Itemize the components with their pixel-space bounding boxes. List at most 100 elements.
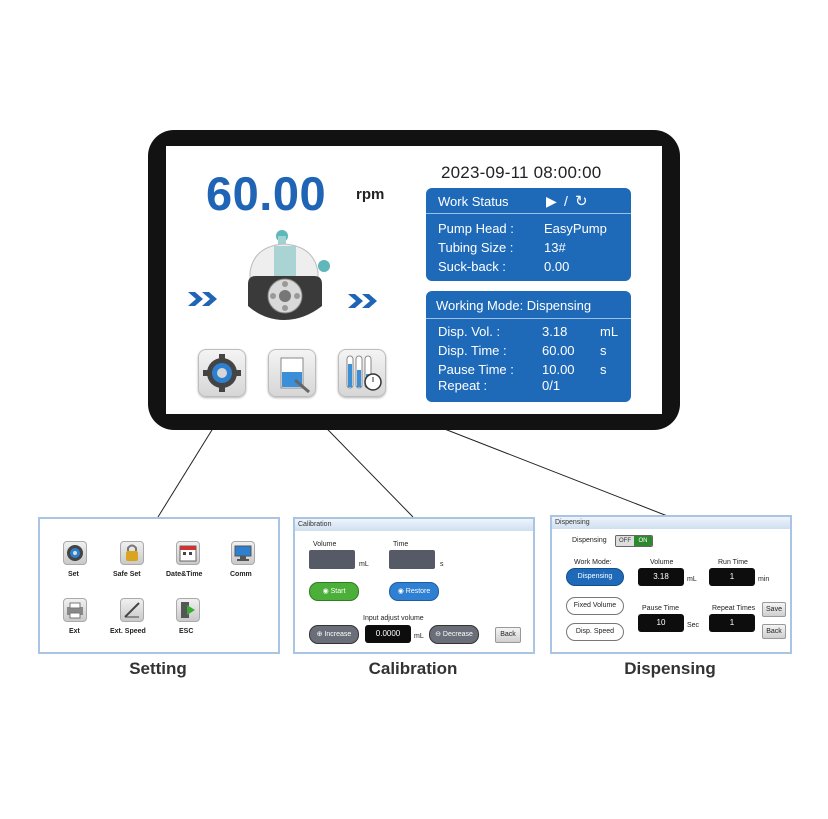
- pause-time-label: Pause Time :: [438, 362, 514, 377]
- setting-label-ext-speed: Ext. Speed: [110, 628, 146, 635]
- dispensing-app-button[interactable]: [338, 349, 386, 397]
- cal-volume-unit: mL: [359, 561, 369, 568]
- pump-head-label: Pump Head :: [438, 221, 514, 236]
- flow-out-arrows-icon: [348, 292, 382, 315]
- dispensing-title: Dispensing: [552, 517, 790, 529]
- setting-item-ext[interactable]: [63, 598, 87, 622]
- disp-save-button[interactable]: Save: [762, 602, 786, 617]
- cal-adjust-input[interactable]: 0.0000: [365, 625, 411, 643]
- slope-icon: [124, 602, 140, 618]
- dispensing-popup: Dispensing Dispensing OFF ON Work Mode: …: [550, 515, 792, 654]
- work-mode-label: Work Mode:: [574, 559, 612, 566]
- dispensing-toggle[interactable]: OFF ON: [615, 535, 653, 547]
- cal-adjust-unit: mL: [414, 633, 424, 640]
- setting-item-date-time[interactable]: [176, 541, 200, 565]
- toggle-off: OFF: [616, 536, 634, 546]
- plus-icon: ⊕: [316, 631, 325, 638]
- exit-icon: [181, 602, 195, 618]
- disp-time-label: Disp. Time :: [438, 343, 507, 358]
- suck-back-value: 0.00: [544, 259, 570, 274]
- lock-icon: [126, 544, 138, 561]
- speed-unit: rpm: [356, 186, 385, 203]
- working-mode-panel: Working Mode: Dispensing Disp. Vol. : 3.…: [426, 291, 631, 402]
- work-status-title: Work Status: [438, 194, 509, 209]
- cal-increase-button[interactable]: ⊕ Increase: [309, 625, 359, 644]
- setting-item-set[interactable]: [63, 541, 87, 565]
- disp-vol-label: Disp. Vol. :: [438, 324, 501, 339]
- printer-icon: [67, 602, 83, 619]
- setting-item-safe-set[interactable]: [120, 541, 144, 565]
- calibration-popup: Calibration Volume mL Time s ◉ Start ◉ R…: [293, 517, 535, 654]
- cal-time-label: Time: [393, 541, 409, 548]
- restore-icon: ◉: [397, 588, 406, 595]
- setting-app-button[interactable]: [198, 349, 246, 397]
- cal-back-button[interactable]: Back: [495, 627, 521, 643]
- mode-disp-speed-button[interactable]: Disp. Speed: [566, 623, 624, 641]
- setting-caption: Setting: [129, 659, 187, 678]
- cal-time-unit: s: [440, 561, 444, 568]
- repeat-value: 0/1: [542, 378, 561, 393]
- status-separator: /: [564, 193, 568, 209]
- pump-head-icon: [244, 226, 336, 327]
- cal-restore-button[interactable]: ◉ Restore: [389, 582, 439, 601]
- cal-time-input[interactable]: [389, 550, 435, 569]
- cal-start-button[interactable]: ◉ Start: [309, 582, 359, 601]
- datetime-display: 2023-09-11 08:00:00: [441, 163, 602, 182]
- pause-time-field-label: Pause Time: [642, 605, 679, 612]
- cal-adjust-label: Input adjust volume: [363, 615, 424, 622]
- start-icon: ◉: [322, 588, 331, 595]
- setting-item-esc[interactable]: [176, 598, 200, 622]
- working-mode-title: Working Mode: Dispensing: [436, 298, 592, 313]
- tubing-size-label: Tubing Size :: [438, 240, 514, 255]
- disp-time-value: 60.00: [542, 343, 575, 358]
- calibration-app-button[interactable]: [268, 349, 316, 397]
- reverse-icon: ↻: [575, 193, 588, 210]
- pause-time-input[interactable]: 10: [638, 614, 684, 632]
- run-time-label: Run Time: [718, 559, 748, 566]
- disp-vol-unit: mL: [600, 324, 619, 339]
- disp-vol-value: 3.18: [542, 324, 568, 339]
- computer-icon: [234, 545, 252, 561]
- calibration-caption: Calibration: [368, 659, 458, 678]
- dispensing-toggle-label: Dispensing: [572, 537, 607, 544]
- calibration-title: Calibration: [295, 519, 533, 531]
- setting-label-ext: Ext: [69, 628, 80, 635]
- beaker-icon: [280, 357, 310, 394]
- pause-time-field-unit: Sec: [687, 622, 700, 629]
- disp-time-unit: s: [600, 343, 607, 358]
- suck-back-label: Suck-back :: [438, 259, 506, 274]
- cal-volume-input[interactable]: [309, 550, 355, 569]
- cal-decrease-button[interactable]: ⊖ Decrease: [429, 625, 479, 644]
- setting-label-comm: Comm: [230, 571, 252, 578]
- run-time-input[interactable]: 1: [709, 568, 755, 586]
- cal-volume-label: Volume: [313, 541, 337, 548]
- calendar-icon: [179, 545, 197, 562]
- speed-value: 60.00: [206, 167, 327, 220]
- tubing-size-value: 13#: [544, 240, 566, 255]
- run-time-unit: min: [758, 576, 770, 583]
- setting-label-date-time: Date&Time: [166, 571, 203, 578]
- disp-volume-unit: mL: [687, 576, 697, 583]
- setting-item-comm[interactable]: [231, 541, 255, 565]
- mode-fixed-volume-button[interactable]: Fixed Volume: [566, 597, 624, 615]
- repeat-times-input[interactable]: 1: [709, 614, 755, 632]
- dispensing-caption: Dispensing: [624, 659, 716, 678]
- setting-label-esc: ESC: [179, 628, 194, 635]
- gear-icon: [203, 354, 241, 392]
- disp-volume-input[interactable]: 3.18: [638, 568, 684, 586]
- play-icon: ▶: [546, 193, 557, 209]
- toggle-on: ON: [634, 536, 652, 546]
- pause-time-value: 10.00: [542, 362, 575, 377]
- mode-dispensing-button[interactable]: Dispensing: [566, 568, 624, 586]
- gear-icon: [67, 545, 83, 561]
- setting-item-ext-speed[interactable]: [120, 598, 144, 622]
- minus-icon: ⊖: [435, 631, 443, 638]
- flow-in-arrows-icon: [188, 290, 222, 313]
- setting-label-safe-set: Safe Set: [113, 571, 141, 578]
- repeat-label: Repeat :: [438, 378, 488, 393]
- disp-volume-label: Volume: [650, 559, 674, 566]
- pause-time-unit: s: [600, 362, 607, 377]
- disp-back-button[interactable]: Back: [762, 624, 786, 639]
- test-tubes-timer-icon: [346, 355, 382, 391]
- pump-head-value: EasyPump: [544, 221, 607, 236]
